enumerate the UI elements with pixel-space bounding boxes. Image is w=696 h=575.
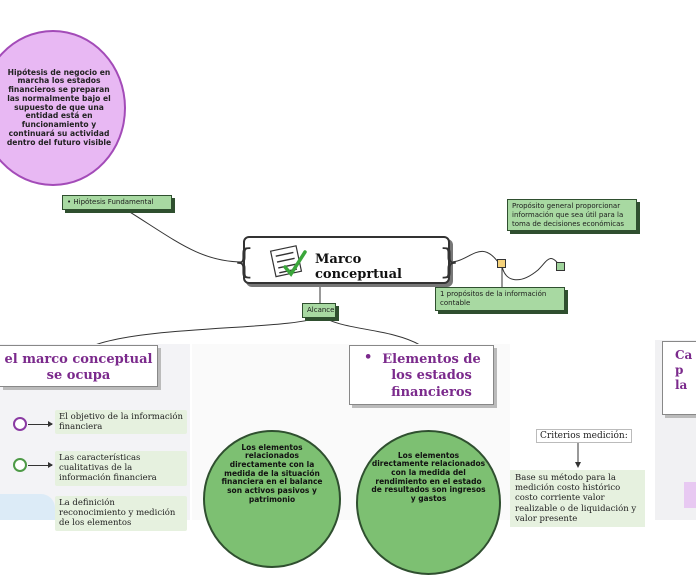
hypothesis-bubble-text: Hipótesis de negocio en marcha los estad… [6,67,112,147]
right-section-title-text: Cap la [675,348,693,392]
purpose-count-text: 1 propósitos de la información contable [440,290,547,307]
criteria-description-text: Base su método para la medición costo hi… [515,473,637,524]
criteria-label[interactable]: Criterios medición: [536,429,632,443]
middle-section-bullet: • [364,350,373,365]
checklist-icon [269,245,307,278]
list-item-text: La definición reconocimiento y medición … [59,498,176,529]
list-item-text: El objetivo de la información financiera [59,412,183,433]
collapse-toggle-right[interactable] [556,262,565,271]
criteria-label-text: Criterios medición: [540,431,628,441]
purpose-count-box[interactable]: 1 propósitos de la información contable [435,287,565,311]
right-section-title[interactable]: Cap la [662,341,696,415]
list-item[interactable]: El objetivo de la información financiera [55,410,187,435]
blue-item-tab [0,494,55,520]
balance-elements-circle[interactable]: Los elementos relacionados directamente … [203,430,341,568]
list-item-text: Las características cualitativas de la i… [59,453,157,484]
results-elements-circle[interactable]: Los elementos directamente relacionados … [356,430,501,575]
bullet-green-icon [13,458,27,472]
hypothesis-tag-text: • Hipótesis Fundamental [67,198,154,206]
arrow-icon [28,462,53,468]
balance-elements-text: Los elementos relacionados directamente … [221,442,323,504]
collapse-toggle-left[interactable] [497,259,506,268]
middle-section-title-text: Elementos de los estados financieros [382,352,481,400]
left-section-title-text: el marco conceptual se ocupa [4,352,153,384]
central-topic[interactable]: { Marco conceprtual } [233,236,460,284]
list-item[interactable]: La definición reconocimiento y medición … [55,496,187,531]
scope-tag[interactable]: Alcance [302,303,336,318]
purpose-general-box[interactable]: Propósito general proporcionar informaci… [507,199,637,232]
purpose-general-text: Propósito general proporcionar informaci… [512,202,625,228]
left-section-title[interactable]: el marco conceptual se ocupa [0,345,158,387]
bullet-purple-icon [13,417,27,431]
hypothesis-tag[interactable]: • Hipótesis Fundamental [62,195,172,210]
central-topic-title: Marco conceprtual [315,252,402,282]
hypothesis-bubble[interactable]: Hipótesis de negocio en marcha los estad… [0,30,126,186]
middle-section-title[interactable]: • Elementos de los estados financieros [349,345,494,405]
criteria-description[interactable]: Base su método para la medición costo hi… [510,470,645,527]
results-elements-text: Los elementos directamente relacionados … [371,450,486,503]
arrow-icon [28,421,53,427]
brace-left-decoration: { [233,242,255,282]
list-item[interactable]: Las características cualitativas de la i… [55,451,187,486]
brace-right-decoration: } [438,242,460,282]
right-purple-tab [684,482,696,508]
scope-tag-text: Alcance [307,306,335,314]
connector-lines [94,208,581,468]
